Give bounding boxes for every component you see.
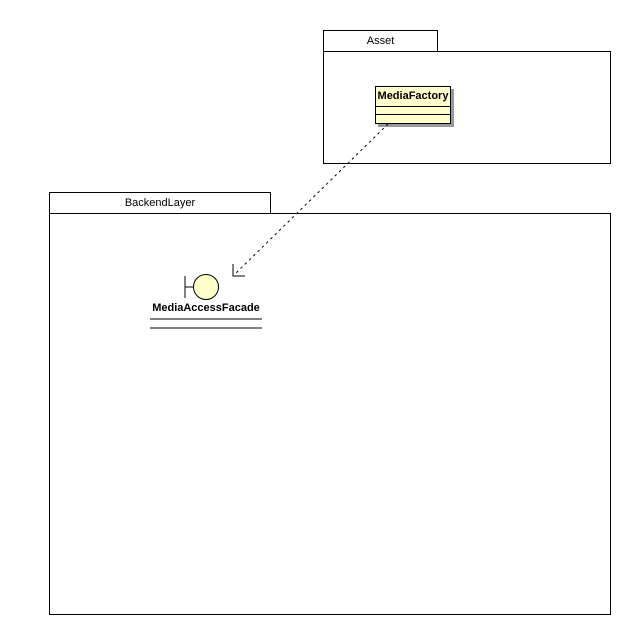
class-operations-compartment <box>376 115 450 123</box>
package-asset-label: Asset <box>366 35 395 47</box>
interface-name-label: MediaAccessFacade <box>152 302 260 314</box>
class-attributes-compartment <box>376 107 450 115</box>
package-backendlayer-tab[interactable]: BackendLayer <box>49 192 271 213</box>
package-asset-tab[interactable]: Asset <box>323 30 438 51</box>
package-backendlayer-label: BackendLayer <box>124 197 196 209</box>
package-backendlayer-body[interactable] <box>49 213 611 615</box>
class-node-mediafactory[interactable]: MediaFactory <box>375 86 451 124</box>
package-asset-body[interactable] <box>323 51 611 164</box>
class-name-label: MediaFactory <box>376 87 450 107</box>
